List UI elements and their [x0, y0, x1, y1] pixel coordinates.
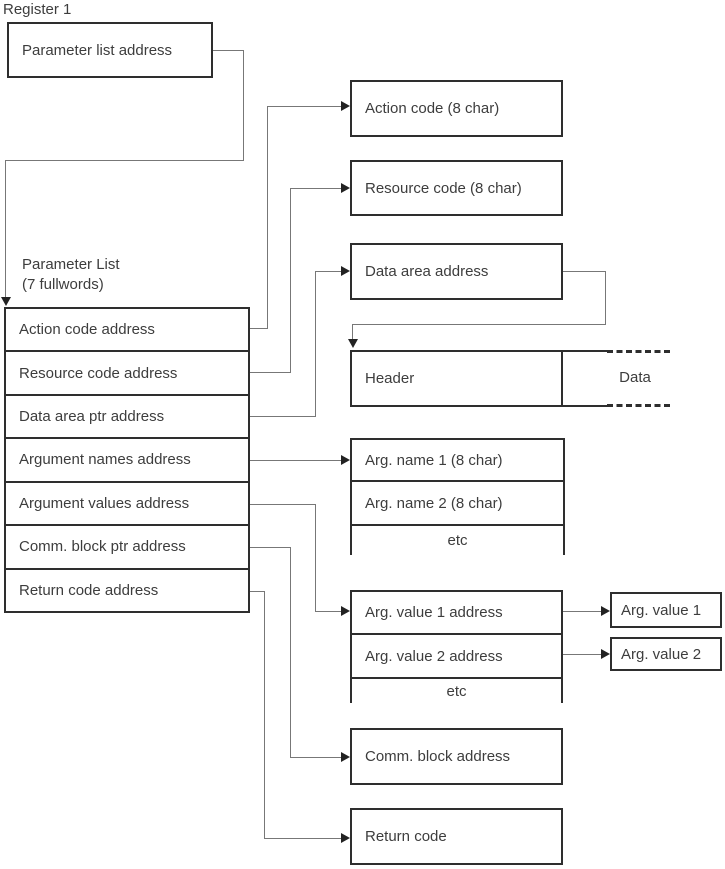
data-section-solid [563, 350, 607, 407]
arg-names-box: Arg. name 1 (8 char) Arg. name 2 (8 char… [350, 438, 565, 555]
arrowhead-right [341, 266, 350, 276]
connector-line [315, 271, 342, 272]
arg-values-box: Arg. value 1 address Arg. value 2 addres… [350, 590, 563, 703]
return-code-box: Return code [350, 808, 563, 865]
arrowhead-right [601, 606, 610, 616]
action-code-box: Action code (8 char) [350, 80, 563, 137]
connector-line [563, 654, 602, 655]
param-list-row: Argument values address [6, 480, 248, 524]
arg-names-etc: etc [352, 524, 563, 555]
arg-value-2-box: Arg. value 2 [610, 637, 722, 671]
data-area-box: Data area address [350, 243, 563, 300]
param-list-box: Action code address Resource code addres… [4, 307, 250, 613]
header-box: Header [350, 350, 563, 407]
connector-line [5, 160, 244, 161]
arrowhead-right [341, 752, 350, 762]
connector-line [315, 271, 316, 417]
arrowhead-right [601, 649, 610, 659]
arg-name-row: Arg. name 2 (8 char) [352, 480, 563, 524]
connector-line [264, 591, 265, 839]
data-label: Data [619, 369, 651, 386]
arg-name-row: Arg. name 1 (8 char) [365, 451, 503, 469]
connector-line [267, 106, 268, 329]
param-list-label-line1: Parameter List [22, 256, 120, 273]
connector-line [290, 547, 291, 758]
arrowhead-right [341, 833, 350, 843]
connector-line [315, 504, 316, 612]
connector-line [563, 611, 602, 612]
connector-line [315, 611, 342, 612]
arrowhead-right [341, 606, 350, 616]
connector-line [250, 504, 316, 505]
register-box: Parameter list address [7, 22, 213, 78]
connector-line [250, 460, 342, 461]
connector-line [290, 188, 291, 373]
connector-line [290, 188, 342, 189]
param-list-label-line2: (7 fullwords) [22, 276, 104, 293]
param-list-row: Resource code address [6, 350, 248, 393]
connector-line [264, 838, 342, 839]
connector-line [250, 328, 268, 329]
connector-line [352, 324, 606, 325]
arrowhead-right [341, 101, 350, 111]
arrowhead-right [341, 183, 350, 193]
param-list-row: Comm. block ptr address [6, 524, 248, 567]
connector-line [213, 50, 244, 51]
arrowhead-right [341, 455, 350, 465]
connector-line [605, 271, 606, 325]
connector-line [250, 372, 291, 373]
param-list-row: Return code address [6, 567, 248, 611]
arg-value-row: Arg. value 2 address [352, 633, 561, 677]
connector-line [250, 416, 316, 417]
connector-line [250, 547, 291, 548]
comm-block-box: Comm. block address [350, 728, 563, 785]
param-list-row: Argument names address [6, 437, 248, 480]
register-label: Register 1 [3, 1, 72, 18]
connector-line [250, 591, 265, 592]
connector-line [243, 50, 244, 160]
arrowhead-down [348, 339, 358, 348]
arrowhead-down [1, 297, 11, 306]
connector-line [267, 106, 342, 107]
connector-line [5, 160, 6, 298]
arg-value-1-box: Arg. value 1 [610, 592, 722, 628]
param-list-row: Action code address [19, 321, 155, 339]
connector-line [563, 271, 606, 272]
arg-values-etc: etc [352, 677, 561, 703]
arg-value-row: Arg. value 1 address [365, 604, 503, 621]
connector-line [290, 757, 342, 758]
param-list-row: Data area ptr address [6, 393, 248, 437]
data-section-dashed [607, 350, 670, 407]
resource-code-box: Resource code (8 char) [350, 160, 563, 216]
connector-line [352, 324, 353, 339]
